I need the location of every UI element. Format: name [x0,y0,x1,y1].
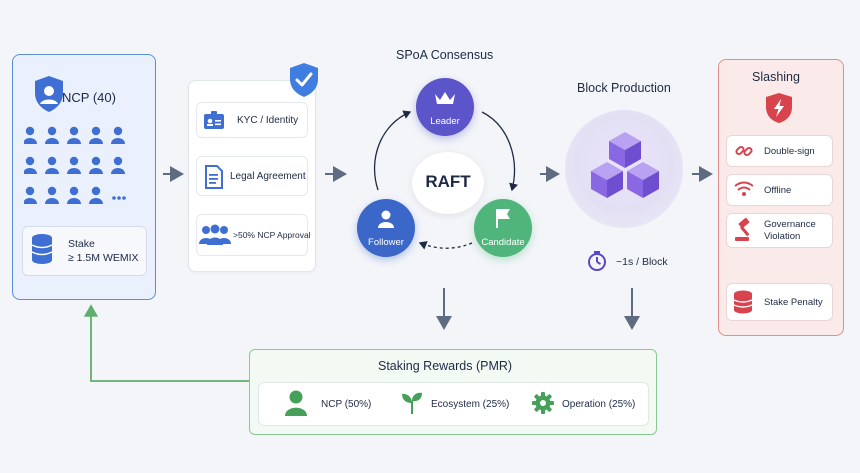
arrow-follower-to-leader [373,110,412,191]
raft-label: RAFT [425,172,471,191]
crown-icon [435,92,455,104]
coin-stack-red-icon [733,290,753,314]
requirement-approval-label: >50% NCP Approval [233,230,311,240]
requirement-kyc-label: KYC / Identity [237,115,299,126]
flag-icon [496,209,510,228]
verified-shield-icon [290,63,318,97]
blocks-cube-icon [591,132,659,198]
stopwatch-icon [588,251,606,271]
candidate-label: Candidate [481,237,525,248]
arrow-rewards-to-ncp [83,304,249,382]
slashing-offline [726,174,833,206]
slashing-governance-line1: Governance [764,219,816,230]
slashing-title: Slashing [752,70,800,84]
person-green-icon [285,390,307,416]
arrow-candidate-follower [418,241,473,250]
leader-node [416,78,474,136]
document-icon [205,165,223,189]
ncp-member-icon [45,186,59,204]
ncp-nodes-grid [24,126,126,204]
stake-amount: ≥ 1.5M WEMIX [68,252,139,264]
requirement-legal-label: Legal Agreement [230,171,306,182]
ncp-member-icon [45,156,59,174]
person-icon [378,210,394,228]
rewards-title: Staking Rewards (PMR) [378,359,513,373]
rewards-list [258,382,649,426]
ncp-member-icon [89,156,103,174]
ncp-member-icon [67,126,81,144]
sprout-icon [402,392,422,414]
wifi-off-icon [734,181,754,196]
ncp-member-icon [89,186,103,204]
block-rate: ~1s / Block [616,256,668,268]
reward-ecosystem-label: Ecosystem (25%) [431,399,510,410]
id-card-icon [204,111,224,129]
gear-icon [532,392,554,414]
ncp-shield-icon [35,76,63,112]
ncp-member-icon [24,126,37,144]
ncp-member-icon [24,156,37,174]
slashing-stake-penalty-label: Stake Penalty [764,297,823,308]
ncp-member-icon [24,186,37,204]
ncp-title: NCP (40) [62,90,116,105]
raft-circle [412,152,484,214]
candidate-node [474,199,532,257]
slashing-governance-line2: Violation [764,231,801,242]
broken-link-icon [735,145,753,157]
requirement-approval [196,214,308,256]
reward-ncp-label: NCP (50%) [321,399,372,410]
arrow-leader-to-candidate [481,111,518,192]
slashing-double-sign-label: Double-sign [764,146,815,157]
ncp-member-icon [45,126,59,144]
consensus-title: SPoA Consensus [396,48,494,62]
reward-operation-label: Operation (25%) [562,399,636,410]
stake-text: Stake ≥ 1.5M WEMIX [68,237,139,265]
ncp-member-icon [67,186,81,204]
follower-label: Follower [368,237,404,248]
ncp-member-icon [67,156,81,174]
alert-shield-icon [766,93,792,123]
ncp-member-icon [111,126,125,144]
more-members-icon [112,196,126,200]
leader-label: Leader [430,116,460,127]
ncp-member-icon [111,156,125,174]
ncp-member-icon [89,126,103,144]
slashing-offline-label: Offline [764,185,792,196]
block-production-title: Block Production [577,81,671,95]
requirement-legal [196,156,308,196]
gavel-icon [735,218,750,241]
group-icon [199,224,231,245]
slashing-governance-label: Governance Violation [764,219,816,243]
coin-stack-icon [31,234,53,264]
block-circle [565,110,683,228]
stake-label: Stake [68,238,95,250]
